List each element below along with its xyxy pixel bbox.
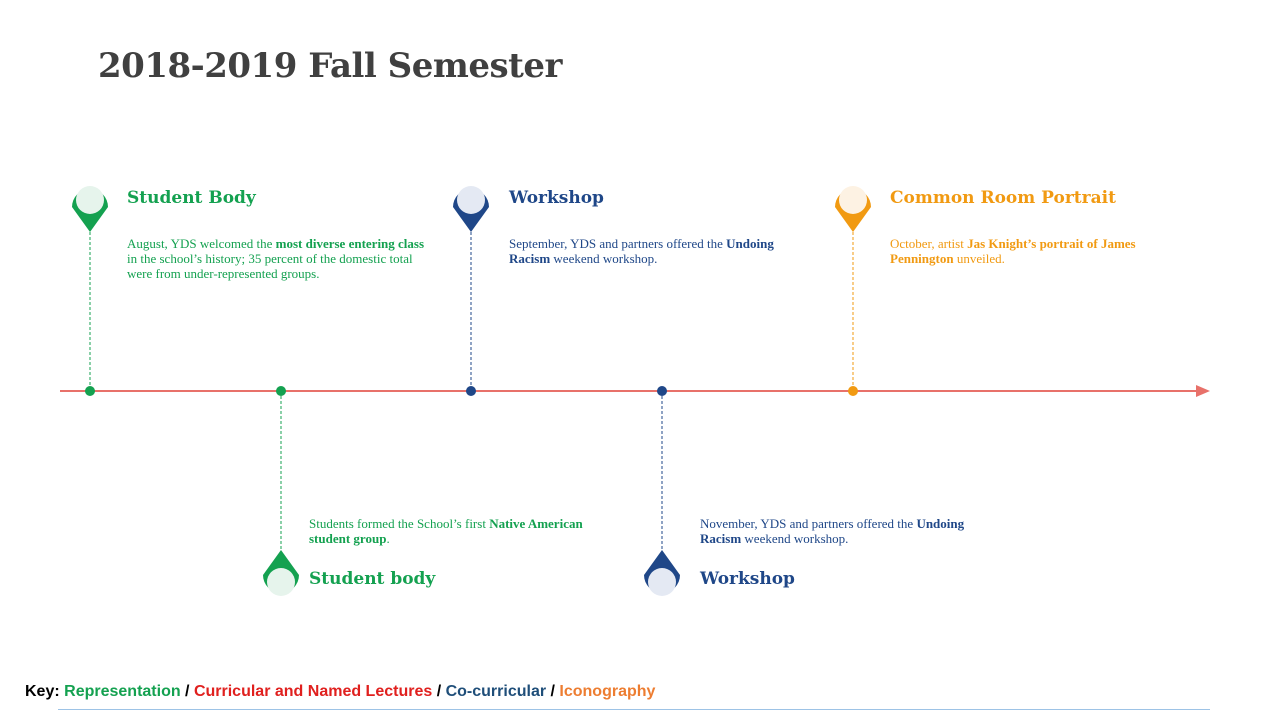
pin-icon-portrait-top (835, 186, 871, 232)
event-desc-portrait-top: October, artist Jas Knight’s portrait of… (890, 236, 1180, 266)
event-desc-text: weekend workshop. (741, 531, 849, 546)
event-desc-text: unveiled. (953, 251, 1005, 266)
event-desc-text: September, YDS and partners offered the (509, 236, 727, 251)
event-desc-highlight: Native American student group (309, 516, 583, 546)
event-desc-text: November, YDS and partners offered the (700, 516, 917, 531)
event-title-workshop-bottom: Workshop (700, 569, 795, 589)
pin-icon-student-body-top (72, 186, 108, 232)
axis-dot-portrait-top (848, 386, 858, 396)
event-desc-workshop-bottom: November, YDS and partners offered the U… (700, 516, 990, 546)
key-item-iconography: Iconography (559, 683, 656, 700)
key-separator: / (180, 683, 194, 700)
key-separator: / (432, 683, 446, 700)
pin-icon-student-body-bottom (263, 550, 300, 596)
event-title-student-body-top: Student Body (127, 188, 256, 208)
event-desc-student-body-bottom: Students formed the School’s first Nativ… (309, 516, 599, 546)
event-desc-student-body-top: August, YDS welcomed the most diverse en… (127, 236, 437, 281)
axis-dot-workshop-bottom (657, 386, 667, 396)
event-desc-highlight: Undoing Racism (700, 516, 965, 546)
page-title: 2018-2019 Fall Semester (98, 46, 562, 86)
timeline-arrowhead (1196, 385, 1210, 397)
pin-icon-workshop-bottom (644, 550, 680, 596)
axis-dot-student-body-top (85, 386, 95, 396)
event-desc-text: weekend workshop. (550, 251, 658, 266)
event-desc-text: October, artist (890, 236, 968, 251)
key-label: Key: (25, 683, 60, 700)
event-desc-text: Students formed the School’s first (309, 516, 490, 531)
event-desc-highlight: Jas Knight’s portrait of James Penningto… (890, 236, 1136, 266)
event-desc-highlight: Undoing Racism (509, 236, 774, 266)
pin-icon-workshop-top (453, 186, 489, 232)
event-title-workshop-top: Workshop (509, 188, 604, 208)
color-key: Key: Representation / Curricular and Nam… (25, 683, 655, 701)
key-item-co-curricular: Co-curricular (445, 683, 547, 700)
event-title-student-body-bottom: Student body (309, 569, 436, 589)
event-desc-text: August, YDS welcomed the (127, 236, 276, 251)
event-desc-text: . (386, 531, 390, 546)
axis-dot-workshop-top (466, 386, 476, 396)
footer-divider (58, 709, 1210, 710)
key-item-representation: Representation (64, 683, 181, 700)
event-title-portrait-top: Common Room Portrait (890, 188, 1116, 208)
key-separator: / (546, 683, 560, 700)
key-item-curricular: Curricular and Named Lectures (193, 683, 433, 700)
axis-dot-student-body-bottom (276, 386, 286, 396)
event-desc-text: in the school’s history; 35 percent of t… (127, 251, 413, 281)
event-desc-highlight: most diverse entering class (275, 236, 425, 251)
event-desc-workshop-top: September, YDS and partners offered the … (509, 236, 799, 266)
